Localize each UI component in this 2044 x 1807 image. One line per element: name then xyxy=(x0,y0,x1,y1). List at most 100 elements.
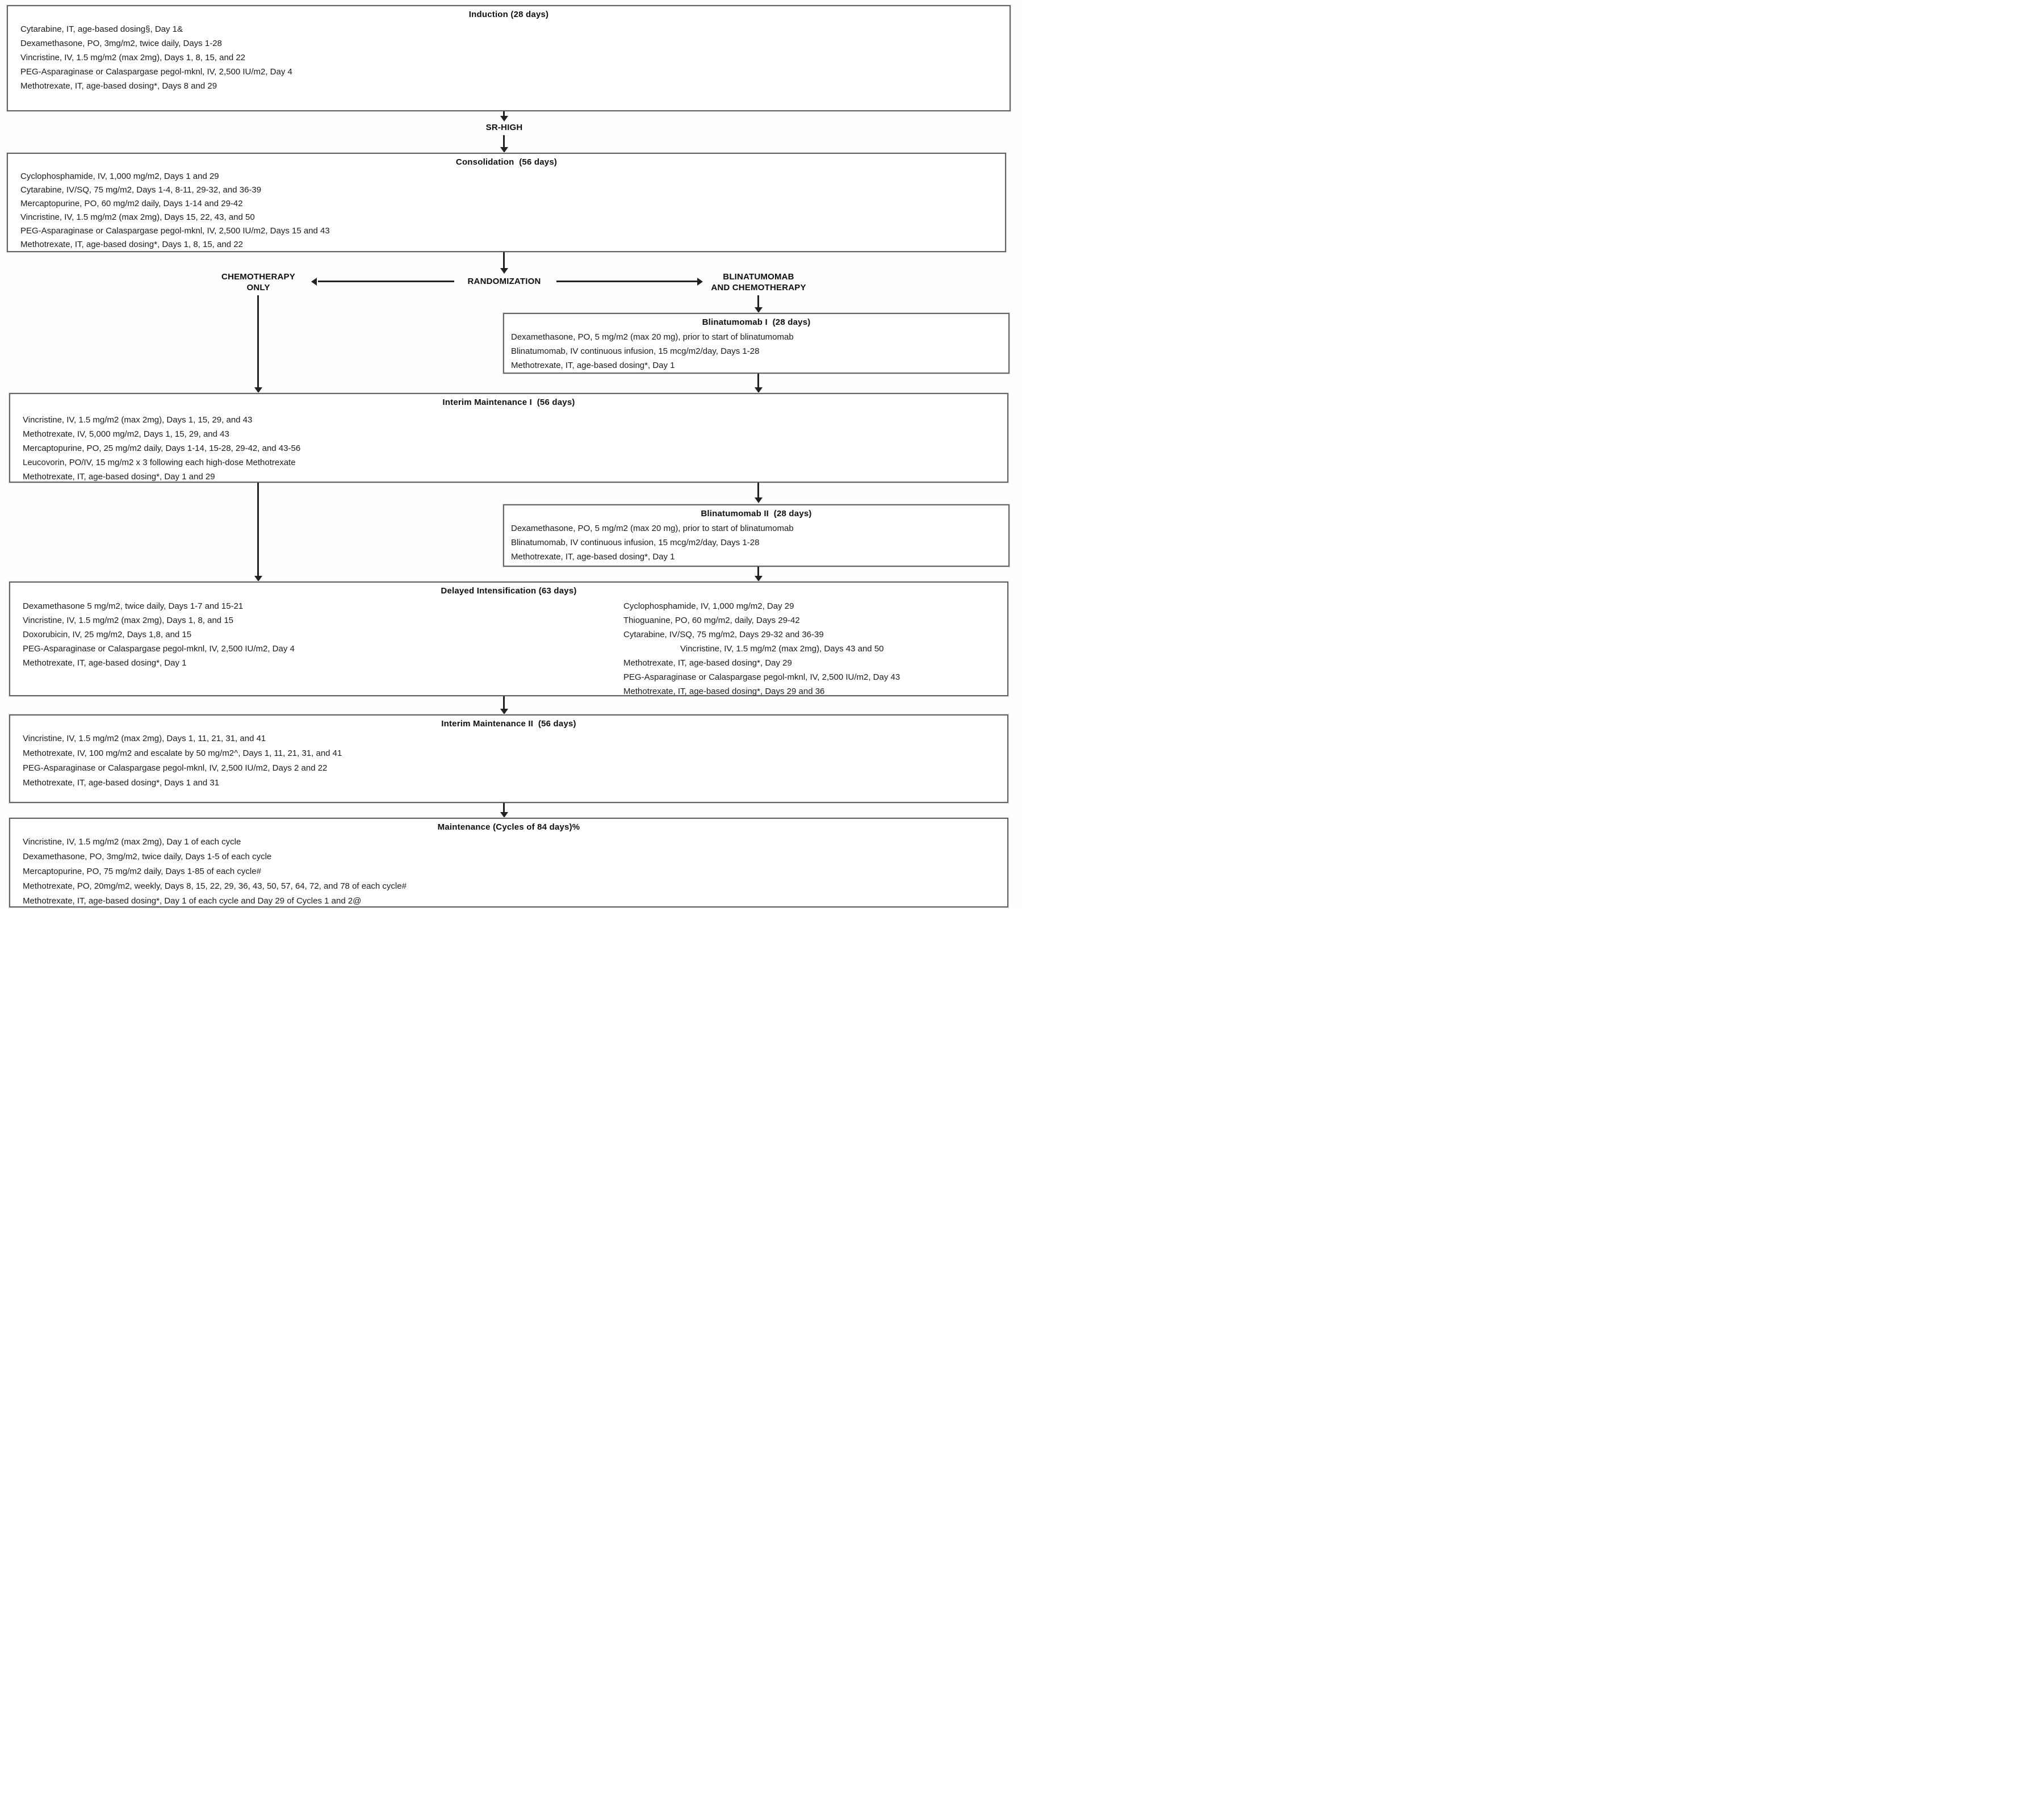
treatment-line: Dexamethasone 5 mg/m2, twice daily, Days… xyxy=(23,601,244,611)
treatment-line: PEG-Asparaginase or Calaspargase pegol-m… xyxy=(20,67,292,77)
treatment-line: Methotrexate, IT, age-based dosing*, Day… xyxy=(20,81,217,91)
box-lines: Vincristine, IV, 1.5 mg/m2 (max 2mg), Da… xyxy=(10,833,1007,909)
box-lines: Cyclophosphamide, IV, 1,000 mg/m2, Days … xyxy=(8,168,1005,252)
treatment-line: Cytarabine, IV/SQ, 75 mg/m2, Days 1-4, 8… xyxy=(20,185,262,195)
treatment-line: Dexamethasone, PO, 3mg/m2, twice daily, … xyxy=(23,852,272,861)
arrowhead-icon xyxy=(254,387,262,393)
induction-box: Induction (28 days) Cytarabine, IT, age-… xyxy=(7,5,1011,111)
treatment-line: Vincristine, IV, 1.5 mg/m2 (max 2mg), Da… xyxy=(20,53,246,62)
treatment-line: Methotrexate, IT, age-based dosing*, Day… xyxy=(23,778,220,788)
treatment-line: Vincristine, IV, 1.5 mg/m2 (max 2mg), Da… xyxy=(23,734,266,743)
box-lines: Vincristine, IV, 1.5 mg/m2 (max 2mg), Da… xyxy=(10,408,1007,484)
box-columns: Dexamethasone 5 mg/m2, twice daily, Days… xyxy=(10,597,1007,698)
arrowhead-icon xyxy=(311,278,317,286)
box-title: Consolidation (56 days) xyxy=(455,157,558,167)
arrowhead-icon xyxy=(755,387,763,393)
treatment-line: Mercaptopurine, PO, 75 mg/m2 daily, Days… xyxy=(23,867,261,876)
arrow-randomization-to-chemo-only xyxy=(318,281,454,282)
arrowhead-icon xyxy=(500,147,508,153)
treatment-line: Methotrexate, IT, age-based dosing*, Day… xyxy=(511,552,675,562)
box-title: Interim Maintenance II (56 days) xyxy=(441,719,576,729)
arrow-delayed-intensification-to-interim2 xyxy=(503,696,505,710)
blinatumomab-and-chemotherapy-label: BLINATUMOMAB AND CHEMOTHERAPY xyxy=(711,271,806,293)
box-title: Delayed Intensification (63 days) xyxy=(441,586,577,596)
consolidation-box: Consolidation (56 days) Cyclophosphamide… xyxy=(7,153,1006,252)
treatment-line: Cyclophosphamide, IV, 1,000 mg/m2, Day 2… xyxy=(623,601,794,611)
treatment-line: Leucovorin, PO/IV, 15 mg/m2 x 3 followin… xyxy=(23,458,296,467)
treatment-line: Vincristine, IV, 1.5 mg/m2 (max 2mg), Da… xyxy=(20,212,255,222)
arrowhead-icon xyxy=(755,576,763,582)
chemotherapy-only-label: CHEMOTHERAPY ONLY xyxy=(221,271,295,293)
treatment-line: Mercaptopurine, PO, 60 mg/m2 daily, Days… xyxy=(20,199,243,208)
arrow-chemo-only-to-interim1 xyxy=(257,295,259,388)
arrow-blinatumomab-branch-to-blin1 xyxy=(757,295,759,308)
delayed-intensification-left-column: Dexamethasone 5 mg/m2, twice daily, Days… xyxy=(10,599,623,698)
treatment-line: Cytarabine, IT, age-based dosing§, Day 1… xyxy=(20,24,183,34)
treatment-line: Cyclophosphamide, IV, 1,000 mg/m2, Days … xyxy=(20,172,219,181)
interim-maintenance2-box: Interim Maintenance II (56 days) Vincris… xyxy=(9,714,1008,803)
arrowhead-icon xyxy=(755,307,763,313)
arrow-induction-to-srhigh xyxy=(503,111,505,116)
treatment-line: Methotrexate, IV, 5,000 mg/m2, Days 1, 1… xyxy=(23,429,229,439)
treatment-line: Methotrexate, IT, age-based dosing*, Day… xyxy=(23,896,362,906)
arrow-blin1-to-interim1 xyxy=(757,374,759,388)
treatment-line: Mercaptopurine, PO, 25 mg/m2 daily, Days… xyxy=(23,444,301,453)
treatment-line: Blinatumomab, IV continuous infusion, 15… xyxy=(511,346,760,356)
arrow-interim1-to-blin2 xyxy=(757,483,759,499)
arrowhead-icon xyxy=(254,576,262,582)
arrow-interim2-to-maintenance xyxy=(503,803,505,813)
arrow-randomization-to-blinatumomab xyxy=(556,281,697,282)
treatment-line: Dexamethasone, PO, 5 mg/m2 (max 20 mg), … xyxy=(511,524,794,533)
treatment-line: Methotrexate, IT, age-based dosing*, Day… xyxy=(623,658,792,668)
arrowhead-icon xyxy=(500,812,508,818)
box-lines: Cytarabine, IT, age-based dosing§, Day 1… xyxy=(8,20,1010,93)
treatment-line: PEG-Asparaginase or Calaspargase pegol-m… xyxy=(623,672,900,682)
arrowhead-icon xyxy=(755,497,763,503)
treatment-line: Methotrexate, IT, age-based dosing*, Day… xyxy=(23,658,187,668)
box-title: Blinatumomab II (28 days) xyxy=(701,509,812,518)
arrow-srhigh-to-consolidation xyxy=(503,135,505,148)
treatment-line: Methotrexate, IT, age-based dosing*, Day… xyxy=(511,361,675,370)
treatment-line: Thioguanine, PO, 60 mg/m2, daily, Days 2… xyxy=(623,616,800,625)
box-lines: Vincristine, IV, 1.5 mg/m2 (max 2mg), Da… xyxy=(10,730,1007,790)
arrowhead-icon xyxy=(697,278,703,286)
box-title: Maintenance (Cycles of 84 days)% xyxy=(437,822,580,832)
arrow-interim1-to-delayed-intensification xyxy=(257,483,259,577)
treatment-line: Vincristine, IV, 1.5 mg/m2 (max 2mg), Da… xyxy=(23,616,234,625)
interim-maintenance1-box: Interim Maintenance I (56 days) Vincrist… xyxy=(9,393,1008,483)
box-title: Blinatumomab I (28 days) xyxy=(702,317,811,327)
treatment-line: Methotrexate, PO, 20mg/m2, weekly, Days … xyxy=(23,881,407,891)
blinatumomab-label-line2: AND CHEMOTHERAPY xyxy=(711,283,806,292)
delayed-intensification-right-column: Cyclophosphamide, IV, 1,000 mg/m2, Day 2… xyxy=(623,599,1007,698)
box-title: Induction (28 days) xyxy=(468,10,549,19)
arrowhead-icon xyxy=(500,709,508,714)
treatment-schema-diagram: Induction (28 days) Cytarabine, IT, age-… xyxy=(0,0,1022,909)
treatment-line: Methotrexate, IT, age-based dosing*, Day… xyxy=(23,472,215,482)
treatment-line: PEG-Asparaginase or Calaspargase pegol-m… xyxy=(23,763,328,773)
chemotherapy-only-line1: CHEMOTHERAPY xyxy=(221,272,295,282)
treatment-line: Vincristine, IV, 1.5 mg/m2 (max 2mg), Da… xyxy=(23,837,241,847)
treatment-line: Dexamethasone, PO, 5 mg/m2 (max 20 mg), … xyxy=(511,332,794,342)
arrowhead-icon xyxy=(500,268,508,274)
box-lines: Dexamethasone, PO, 5 mg/m2 (max 20 mg), … xyxy=(504,328,1008,373)
treatment-line: Vincristine, IV, 1.5 mg/m2 (max 2mg), Da… xyxy=(23,415,253,425)
delayed-intensification-box: Delayed Intensification (63 days) Dexame… xyxy=(9,582,1008,696)
arrow-consolidation-to-randomization xyxy=(503,252,505,269)
box-title: Interim Maintenance I (56 days) xyxy=(442,398,575,407)
maintenance-box: Maintenance (Cycles of 84 days)% Vincris… xyxy=(9,818,1008,907)
treatment-line: Methotrexate, IV, 100 mg/m2 and escalate… xyxy=(23,748,342,758)
treatment-line: PEG-Asparaginase or Calaspargase pegol-m… xyxy=(23,644,295,654)
blinatumomab1-box: Blinatumomab I (28 days) Dexamethasone, … xyxy=(503,313,1010,374)
sr-high-label: SR-HIGH xyxy=(485,123,523,132)
treatment-line: Blinatumomab, IV continuous infusion, 15… xyxy=(511,538,760,547)
treatment-line: PEG-Asparaginase or Calaspargase pegol-m… xyxy=(20,226,330,236)
treatment-line: Methotrexate, IT, age-based dosing*, Day… xyxy=(20,240,243,249)
box-lines: Dexamethasone, PO, 5 mg/m2 (max 20 mg), … xyxy=(504,520,1008,564)
randomization-label: RANDOMIZATION xyxy=(467,277,541,286)
treatment-line: Vincristine, IV, 1.5 mg/m2 (max 2mg), Da… xyxy=(680,644,884,654)
treatment-line: Cytarabine, IV/SQ, 75 mg/m2, Days 29-32 … xyxy=(623,630,824,639)
treatment-line: Methotrexate, IT, age-based dosing*, Day… xyxy=(623,687,825,696)
blinatumomab-label-line1: BLINATUMOMAB xyxy=(723,272,794,282)
blinatumomab2-box: Blinatumomab II (28 days) Dexamethasone,… xyxy=(503,504,1010,567)
arrowhead-icon xyxy=(500,116,508,122)
